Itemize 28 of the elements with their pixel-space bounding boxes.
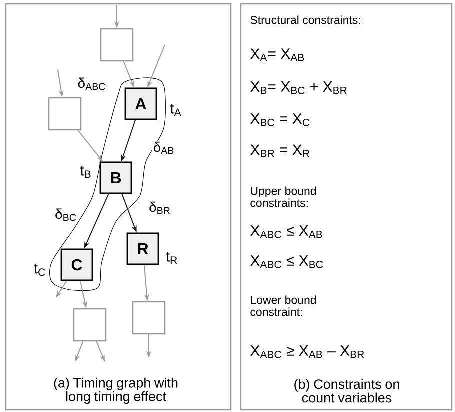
edge-label: δ$_{AB}$ [152,140,176,156]
section-heading: Structural constraints: [250,16,360,24]
node-box: A [124,88,158,120]
edge-label: δ$_{BC}$ [54,208,78,222]
empty-box [100,28,134,62]
constraint-formula: X$_{B}$= X$_{BC}$ + X$_{BR}$ [250,82,347,94]
constraint-formula: X$_{ABC}$ ≤ X$_{AB}$ [250,226,322,238]
constraint-formula: X$_{A}$= X$_{AB}$ [250,48,304,62]
edge-label: δ$_{BR}$ [148,200,172,216]
section-heading: Upper bound constraints: [250,186,316,208]
caption: (b) Constraints on count variables [294,379,400,403]
node-box: B [100,162,132,194]
empty-box [73,308,107,342]
empty-box [132,301,166,335]
node-box: R [126,232,160,266]
constraint-formula: X$_{BC}$ = X$_{C}$ [250,114,310,126]
timing-label: t$_{A}$ [170,104,182,116]
node-box: C [60,248,94,282]
timing-label: t$_{R}$ [166,252,178,264]
constraint-formula: X$_{ABC}$ ≤ X$_{BC}$ [250,256,324,268]
constraint-formula: X$_{BR}$ = X$_{R}$ [250,144,310,158]
delay-label: δ$_{ABC}$ [78,78,106,90]
timing-label: t$_{C}$ [34,264,46,276]
caption: (a) Timing graph with long timing effect [54,378,178,404]
empty-box [48,97,82,131]
constraint-formula: X$_{ABC}$ ≥ X$_{AB}$ – X$_{BR}$ [250,346,364,358]
timing-label: t$_{B}$ [80,166,91,178]
section-heading: Lower bound constraint: [250,296,316,316]
